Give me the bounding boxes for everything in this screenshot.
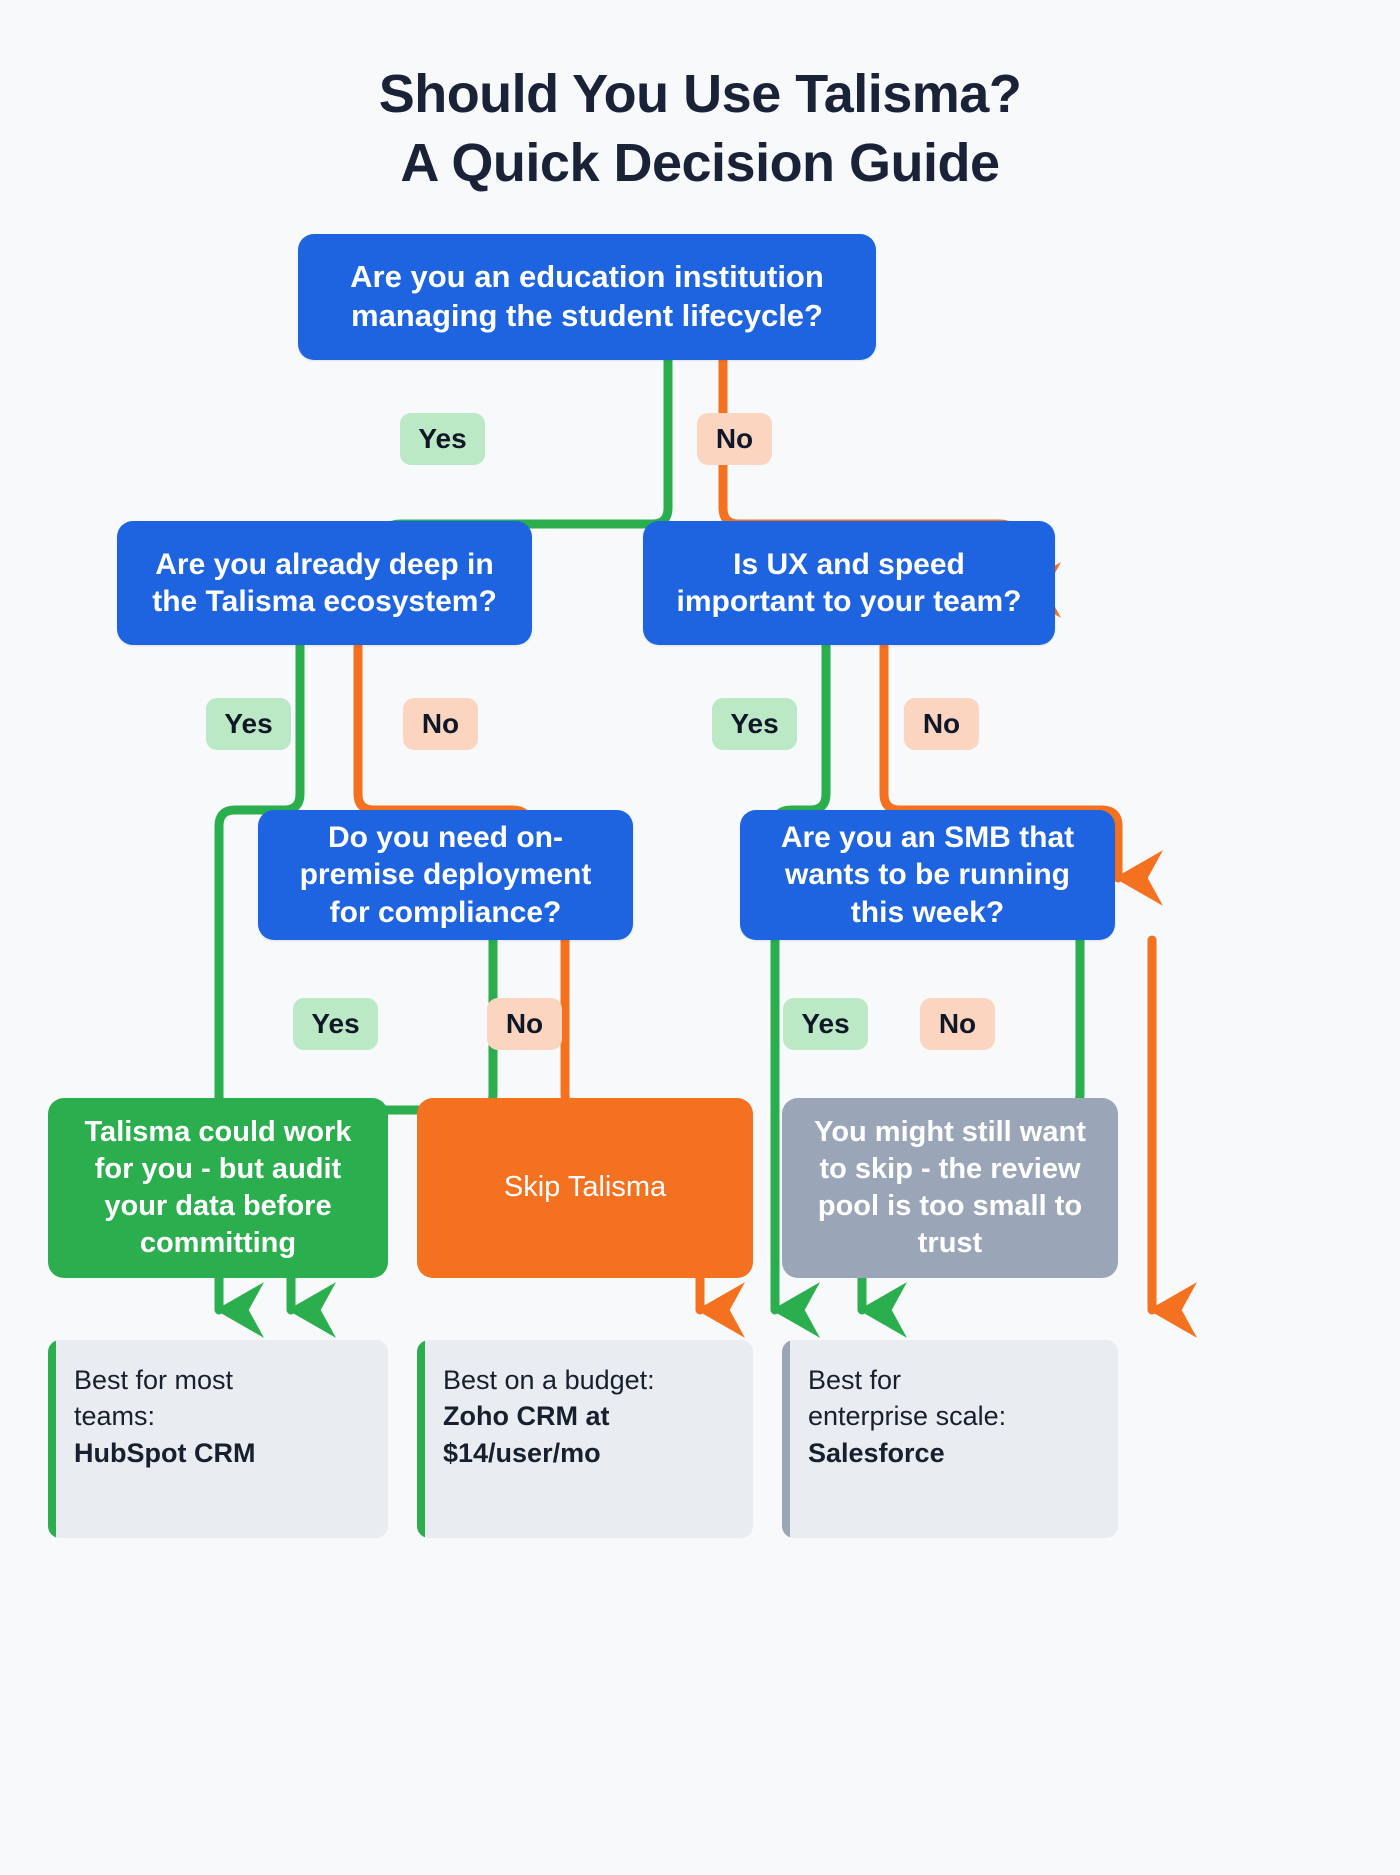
decision-node-q5[interactable]: Are you an SMB that wants to be running … xyxy=(740,810,1115,940)
decision-node-q5-label: Are you an SMB that wants to be running … xyxy=(780,820,1075,929)
legend-card-strong: HubSpot CRM xyxy=(74,1437,256,1468)
decision-node-q3-label: Is UX and speed important to your team? xyxy=(676,547,1022,619)
legend-card-strong: Zoho CRM at $14/user/mo xyxy=(443,1401,610,1468)
edge-label-q1-yes: Yes xyxy=(400,413,485,465)
legend-card-lead: Best on a budget: xyxy=(443,1365,655,1395)
decision-node-q2[interactable]: Are you already deep in the Talisma ecos… xyxy=(117,521,532,645)
legend-card-best-for-enterprise-scale: Best for enterprise scale: Salesforce xyxy=(782,1340,1118,1538)
outcome-box-talisma-could-work: Talisma could work for you - but audit y… xyxy=(48,1098,388,1278)
decision-node-q2-label: Are you already deep in the Talisma ecos… xyxy=(152,547,497,619)
decision-node-q1-label: Are you an education institution managin… xyxy=(350,259,824,333)
edge-label-q1-no-text: No xyxy=(715,423,754,454)
legend-card-best-for-most-teams: Best for most teams: HubSpot CRM xyxy=(48,1340,388,1538)
edge-label-q3-yes: Yes xyxy=(712,698,797,750)
edge-label-q2-no: No xyxy=(403,698,478,750)
edge-label-q2-yes-text: Yes xyxy=(224,708,273,739)
outcome-box-might-still-skip-label: You might still want to skip - the revie… xyxy=(814,1115,1086,1260)
edge-label-q5-yes-text: Yes xyxy=(801,1008,850,1039)
legend-card-strong: Salesforce xyxy=(808,1437,945,1468)
outcome-box-might-still-skip: You might still want to skip - the revie… xyxy=(782,1098,1118,1278)
decision-node-q1[interactable]: Are you an education institution managin… xyxy=(298,234,876,360)
legend-accent-bar xyxy=(417,1340,425,1538)
edge-label-q4-no-text: No xyxy=(505,1008,544,1039)
edge-label-q2-no-text: No xyxy=(421,708,460,739)
edge-label-q4-no: No xyxy=(487,998,562,1050)
edge-label-q2-yes: Yes xyxy=(206,698,291,750)
edge-label-q3-no: No xyxy=(904,698,979,750)
decision-node-q3[interactable]: Is UX and speed important to your team? xyxy=(643,521,1055,645)
edge-label-q3-yes-text: Yes xyxy=(730,708,779,739)
edge-label-q4-yes-text: Yes xyxy=(311,1008,360,1039)
edge-label-q1-yes-text: Yes xyxy=(418,423,467,454)
decision-node-q4-label: Do you need on- premise deployment for c… xyxy=(299,820,592,929)
page-title: Should You Use Talisma? A Quick Decision… xyxy=(378,64,1022,194)
legend-card-lead: Best for most teams: xyxy=(74,1365,234,1432)
edge-label-q5-yes: Yes xyxy=(783,998,868,1050)
edge-label-q4-yes: Yes xyxy=(293,998,378,1050)
outcome-box-talisma-could-work-label: Talisma could work for you - but audit y… xyxy=(84,1115,352,1260)
edge-label-q3-no-text: No xyxy=(922,708,961,739)
legend-accent-bar xyxy=(782,1340,790,1538)
legend-card-best-on-a-budget: Best on a budget: Zoho CRM at $14/user/m… xyxy=(417,1340,753,1538)
outcome-box-skip-talisma-label: Skip Talisma xyxy=(503,1171,667,1204)
edge-label-q5-no: No xyxy=(920,998,995,1050)
decision-node-q4[interactable]: Do you need on- premise deployment for c… xyxy=(258,810,633,940)
legend-accent-bar xyxy=(48,1340,56,1538)
legend-card-lead: Best for enterprise scale: xyxy=(808,1365,1007,1432)
edge-label-q1-no: No xyxy=(697,413,772,465)
edge-label-q5-no-text: No xyxy=(938,1008,977,1039)
outcome-box-skip-talisma: Skip Talisma xyxy=(417,1098,753,1278)
